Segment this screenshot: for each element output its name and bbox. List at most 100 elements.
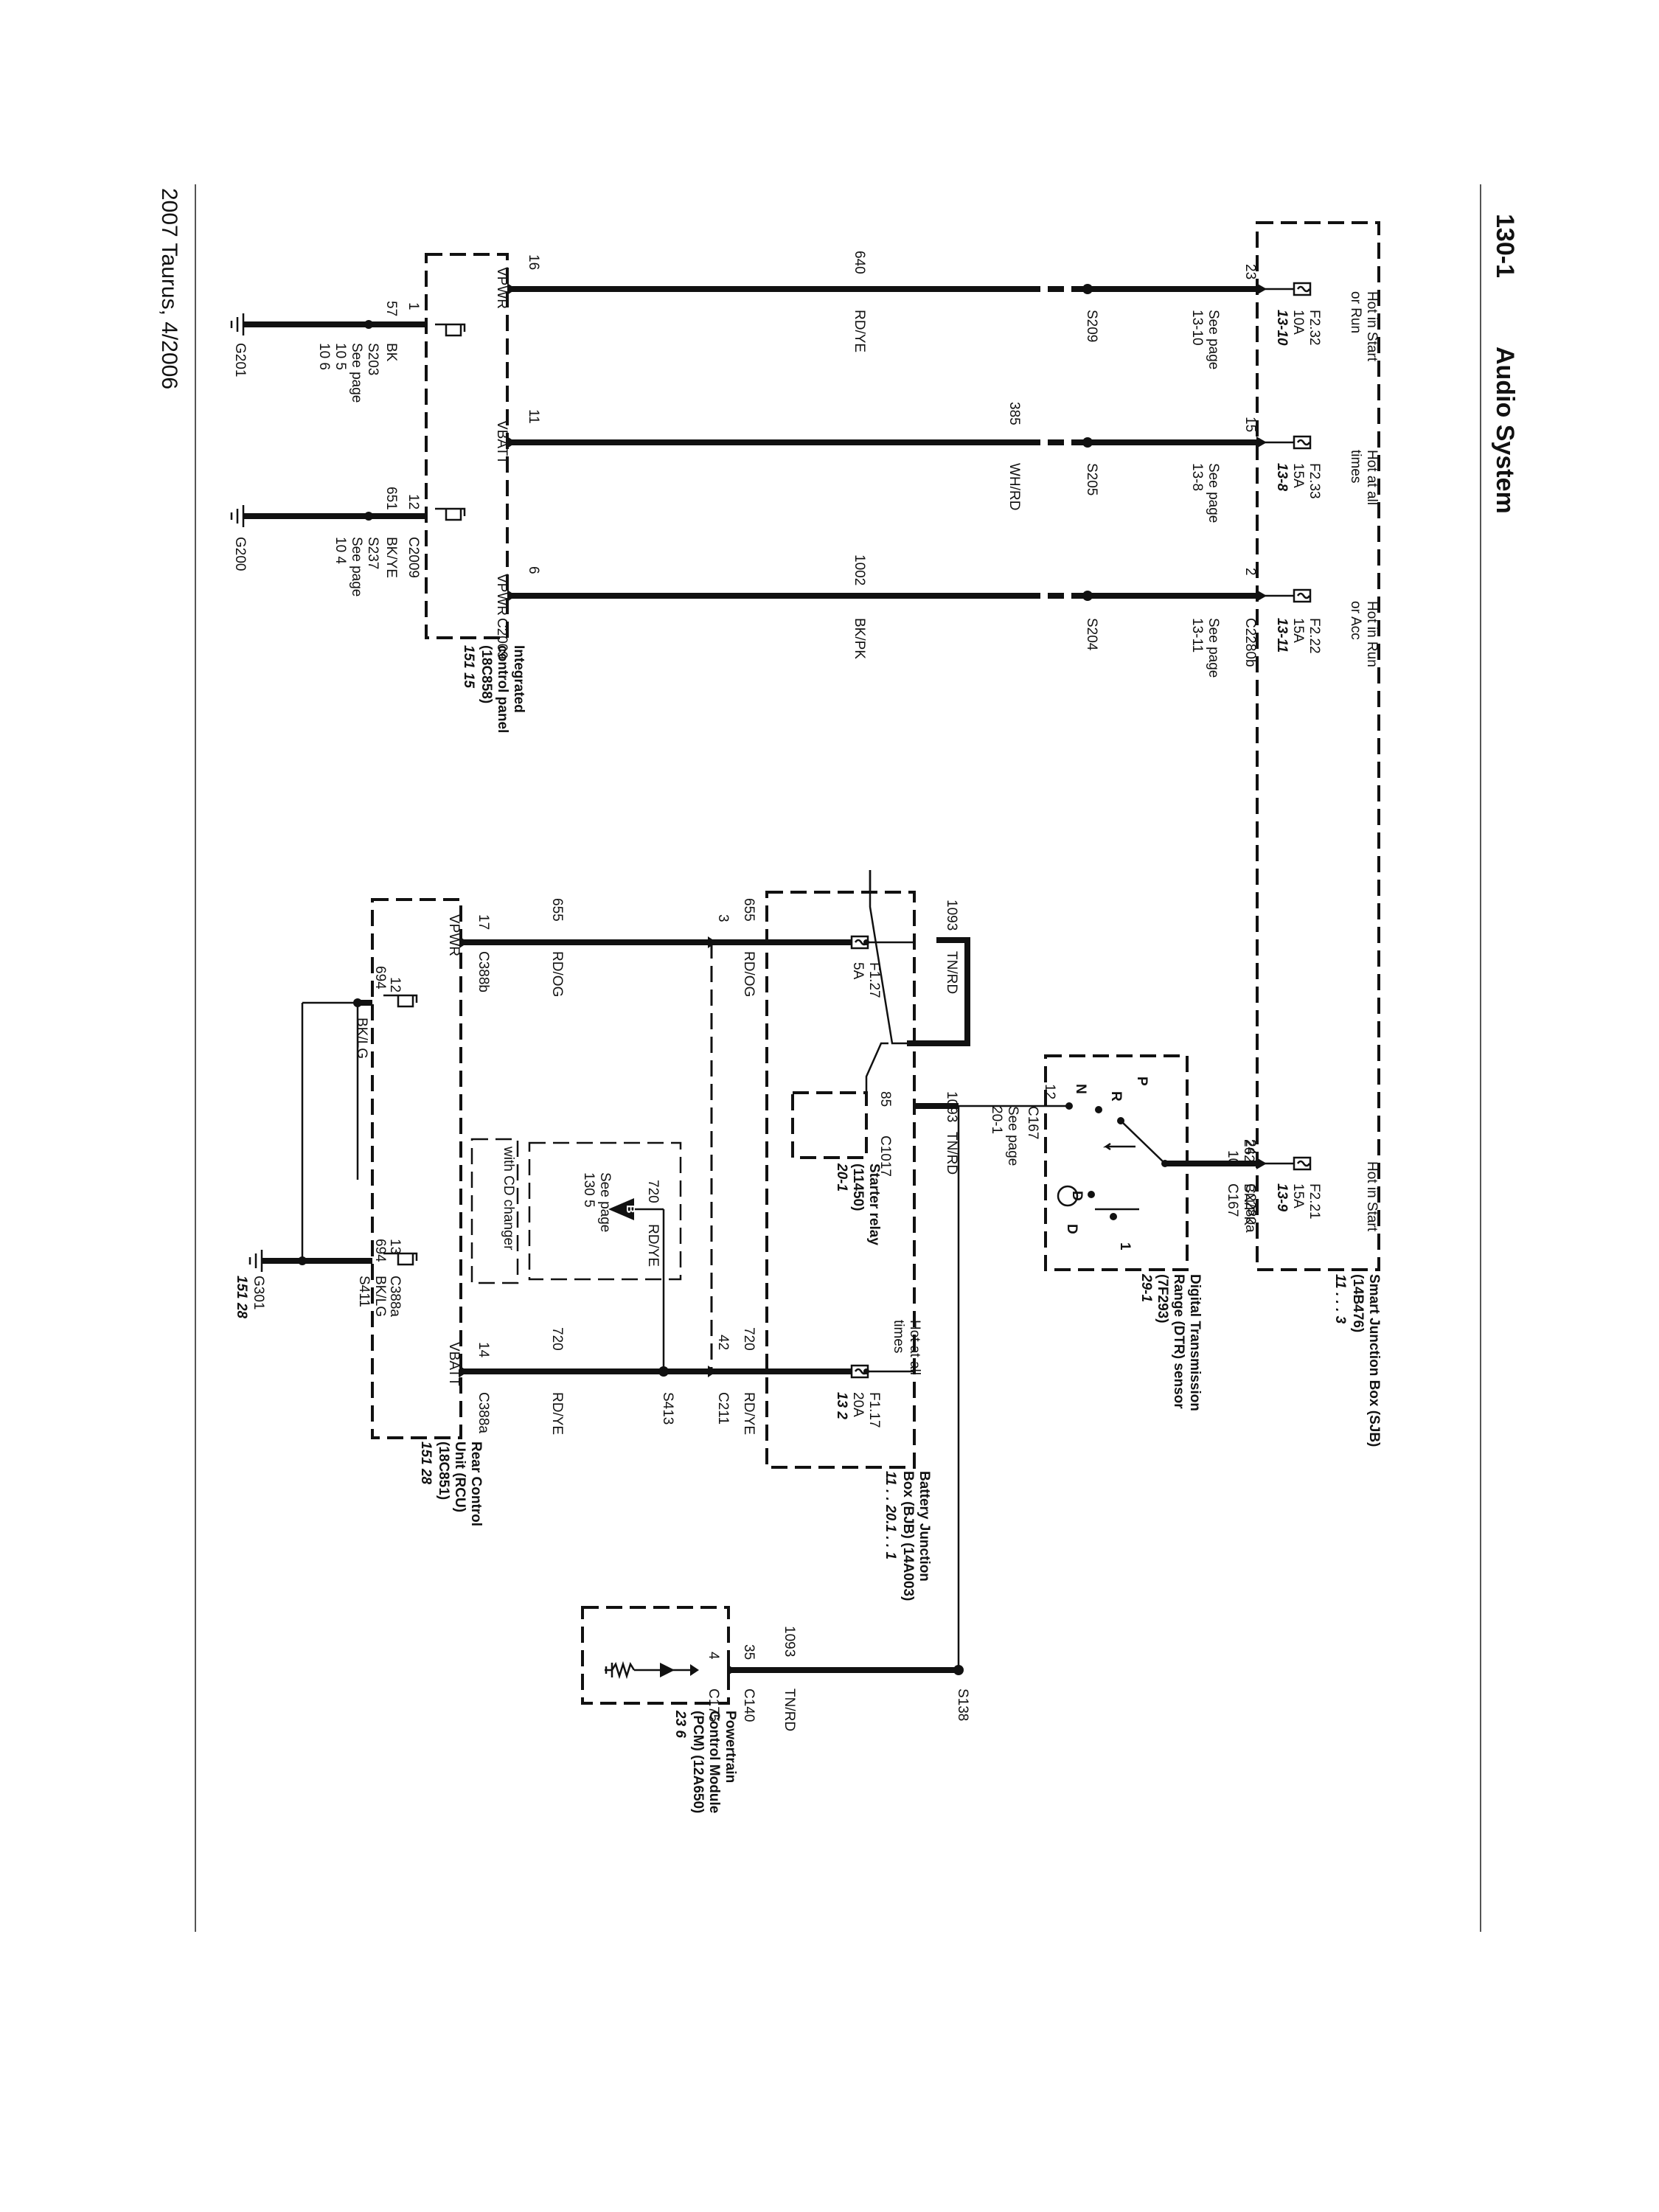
fuse-amps: 15A	[1290, 463, 1306, 488]
fuse-condition-line1: Hot in Start	[1364, 1161, 1380, 1232]
bjb-fuse-f1-27: F1.27 5A	[850, 935, 914, 998]
fuse-id: F2.33	[1307, 463, 1322, 499]
ground-label: G200	[232, 537, 248, 571]
pcm-wire-color: TN/RD	[782, 1688, 797, 1731]
icp-name-line2: control panel	[495, 645, 510, 733]
connector: C2009	[406, 537, 421, 578]
wire-color: TN/RD	[944, 951, 959, 994]
icp-ground-g201: 1 57 BK S203 See page 10 5 10 6 G201	[230, 301, 426, 403]
bjb-see-page-line1: See page	[1005, 1106, 1020, 1166]
pcm-resistor	[605, 1660, 693, 1680]
sjb-fuse-f2-32: Hot in Start or Run F2.32 10A 13-10 23	[1242, 264, 1380, 362]
pcm-circuit-number: 1093	[782, 1626, 797, 1657]
page-number: 130-1	[1491, 214, 1519, 278]
pcm-connector: C140	[741, 1688, 757, 1722]
pcm-name-line2: Control Module	[706, 1711, 722, 1813]
splice-label: S209	[1084, 310, 1099, 342]
rcu-name-line1: Rear Control	[468, 1441, 484, 1526]
fuse-id: F2.32	[1307, 310, 1322, 346]
dtr-output: 12 C167 See page 20-1	[914, 1084, 1057, 1166]
relay-name-line1: Starter relay	[866, 1164, 882, 1245]
cd-outline	[528, 1141, 682, 1281]
icp-outline	[425, 253, 509, 639]
rcu-outline	[371, 898, 462, 1439]
wire-color: TN/RD	[944, 1132, 959, 1175]
fuse-amps: 20A	[850, 1392, 866, 1417]
pcm-circuit: S138 1093 TN/RD 35 C140	[727, 1626, 970, 1731]
fuse-condition-line2: times	[891, 1320, 906, 1353]
integrated-control-panel: C2009 Integrated control panel (18C858) …	[425, 253, 526, 733]
icp-pin: 11	[526, 409, 541, 424]
fuse-condition-line1: Hot in Start	[1364, 291, 1380, 362]
pcm-pin2: 4	[706, 1652, 721, 1660]
cd-see-page-line2: 130 5	[581, 1172, 597, 1208]
sjb-connector: C2280a	[1242, 1183, 1258, 1233]
sjb-fuse-f2-21: Hot in Start F2.21 15A 13-9 24 C2280a	[1242, 1139, 1380, 1233]
splice-label: S205	[1084, 463, 1099, 495]
fuse-id: F1.27	[866, 962, 882, 998]
dtr-position-n: N	[1073, 1084, 1088, 1094]
rcu-vpwr-connector: C388b	[476, 951, 491, 992]
rear-control-unit: 17 C388b VPWR 14 C388a VBATT Rear Contro…	[371, 898, 491, 1526]
circuit-number: 1093	[944, 900, 959, 931]
fuse-ref: 13-11	[1274, 618, 1290, 653]
rcu-vbatt-label: VBATT	[446, 1342, 462, 1386]
relay-connector: C1017	[877, 1135, 893, 1177]
rcu-ref: 151 28	[418, 1441, 434, 1485]
powertrain-control-module: 4 C175 Powertrain Control Module (PCM) (…	[581, 1606, 738, 1813]
rcu-wire-color: RD/OG	[549, 951, 565, 997]
sjb-outline	[1256, 221, 1380, 1271]
rcu-gnd2-connector: C388a	[387, 1276, 403, 1317]
dtr-color-in: BN/PK	[1241, 1183, 1256, 1225]
pcm-name-line1: Powertrain	[723, 1711, 738, 1783]
relay-ref: 20-1	[834, 1163, 849, 1192]
dtr-position-r: R	[1108, 1091, 1124, 1102]
rcu-vbatt-pin: 14	[476, 1342, 491, 1358]
bjb-see-page-line2: 20-1	[989, 1106, 1004, 1134]
relay-pin: 85	[877, 1091, 893, 1107]
sjb-fuse-f2-33: Hot at all times F2.33 15A 13-8 15	[1242, 417, 1380, 505]
circuit-number: 651	[383, 487, 399, 510]
dtr-position-d: D	[1064, 1224, 1079, 1234]
circuit-1093-bjb: 1093 TN/RD	[869, 870, 970, 1046]
splice-label: S203	[365, 343, 380, 375]
fuse-condition-line2: or Run	[1348, 291, 1363, 333]
starter-relay: 85 C1017 Starter relay (11450) 20-1	[791, 1042, 893, 1245]
circuit-number: 720	[741, 1327, 757, 1351]
rcu-ground-wiring: 12 694 BK/LG 13 C388a 694 BK/LG S411 G30…	[234, 966, 403, 1319]
cd-note: with CD changer	[501, 1146, 516, 1251]
rcu-wire-color: RD/YE	[549, 1392, 565, 1435]
see-page-line1: See page	[1206, 463, 1221, 523]
pcm-outline	[581, 1606, 730, 1705]
circuit-720: 720 RD/YE 42 C211 S413 720 RD/YE	[461, 1327, 852, 1435]
rcu-name-line2: Unit (RCU)	[452, 1441, 467, 1512]
ground-label: G201	[232, 343, 248, 377]
pin: 1	[406, 302, 421, 310]
see-page-line1: See page	[349, 343, 364, 403]
fuse-condition-line1: Hot at all	[907, 1320, 922, 1375]
see-page-line2: 13-11	[1189, 618, 1205, 653]
rcu-gnd1-pin: 12	[387, 977, 403, 992]
wire-color: BK/YE	[383, 537, 399, 578]
circuit-number: 655	[741, 898, 757, 922]
off-page-arrow	[608, 1198, 634, 1220]
icp-name-line1: Integrated	[511, 645, 526, 713]
circuit-number: 385	[1006, 402, 1022, 425]
dtr-pin-in: 10	[1225, 1150, 1240, 1166]
fuse-id: F2.22	[1307, 618, 1322, 654]
rcu-name-line3: (18C851)	[436, 1441, 451, 1500]
see-page-line1: See page	[1206, 618, 1221, 678]
sjb-fuse-f2-22: Hot in Run or Acc F2.22 15A 13-11 2 C228…	[1242, 568, 1380, 667]
fuse-condition-line1: Hot at all	[1364, 450, 1380, 505]
icp-pin: 16	[526, 254, 541, 270]
see-page-line1: See page	[1206, 310, 1221, 369]
fuse-ref: 13-8	[1274, 463, 1290, 491]
dtr-sensor: 262 10 BN/PK C167 P R N D D 1 Digital Tr…	[959, 1054, 1257, 1411]
pcm-pin: 35	[741, 1644, 757, 1660]
rcu-gnd2-pin: 13	[387, 1239, 403, 1254]
fuse-condition-line1: Hot in Run	[1364, 601, 1380, 667]
fuse-amps: 15A	[1290, 618, 1306, 643]
see-page-line1: See page	[349, 537, 364, 597]
bjb-outline	[765, 891, 916, 1469]
footer-text: 2007 Taurus, 4/2006	[157, 188, 181, 389]
